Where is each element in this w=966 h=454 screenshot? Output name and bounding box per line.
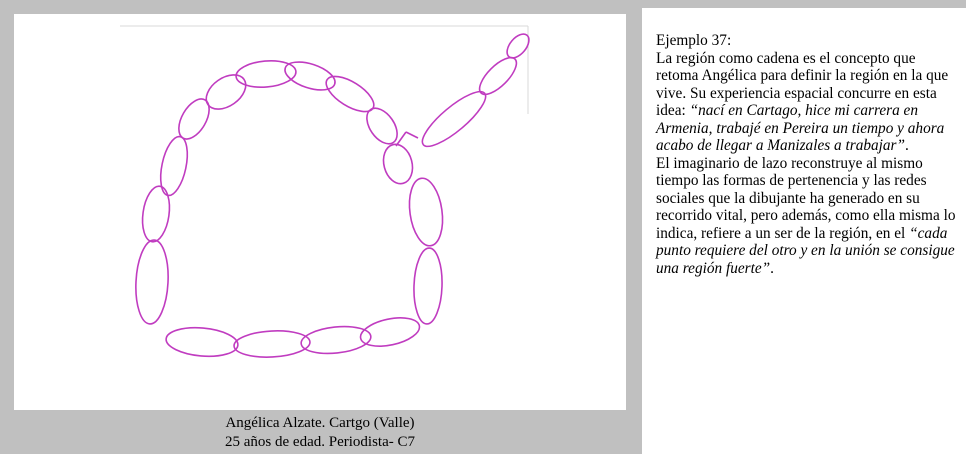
paragraph-2-end: .	[770, 260, 774, 277]
figure-caption: Angélica Alzate. Cartgo (Valle) 25 años …	[14, 410, 626, 454]
paragraph-1: La región como cadena es el concepto que…	[656, 50, 956, 155]
paragraph-1-quote: “nací en Cartago, hice mi carrera en Arm…	[656, 102, 944, 154]
caption-line-2: 25 años de edad. Periodista- C7	[14, 433, 626, 452]
drawing-image	[14, 14, 626, 410]
table-border-top	[0, 0, 966, 8]
caption-line-1: Angélica Alzate. Cartgo (Valle)	[14, 414, 626, 433]
text-cell: Ejemplo 37: La región como cadena es el …	[642, 8, 966, 454]
chain-loop-drawing-icon	[14, 14, 626, 410]
paragraph-2: El imaginario de lazo reconstruye al mis…	[656, 155, 956, 278]
example-text: Ejemplo 37: La región como cadena es el …	[656, 32, 956, 277]
table-border-left	[0, 0, 8, 454]
table-divider	[632, 8, 642, 454]
example-heading: Ejemplo 37:	[656, 32, 956, 50]
paragraph-1-end: .	[905, 137, 909, 154]
